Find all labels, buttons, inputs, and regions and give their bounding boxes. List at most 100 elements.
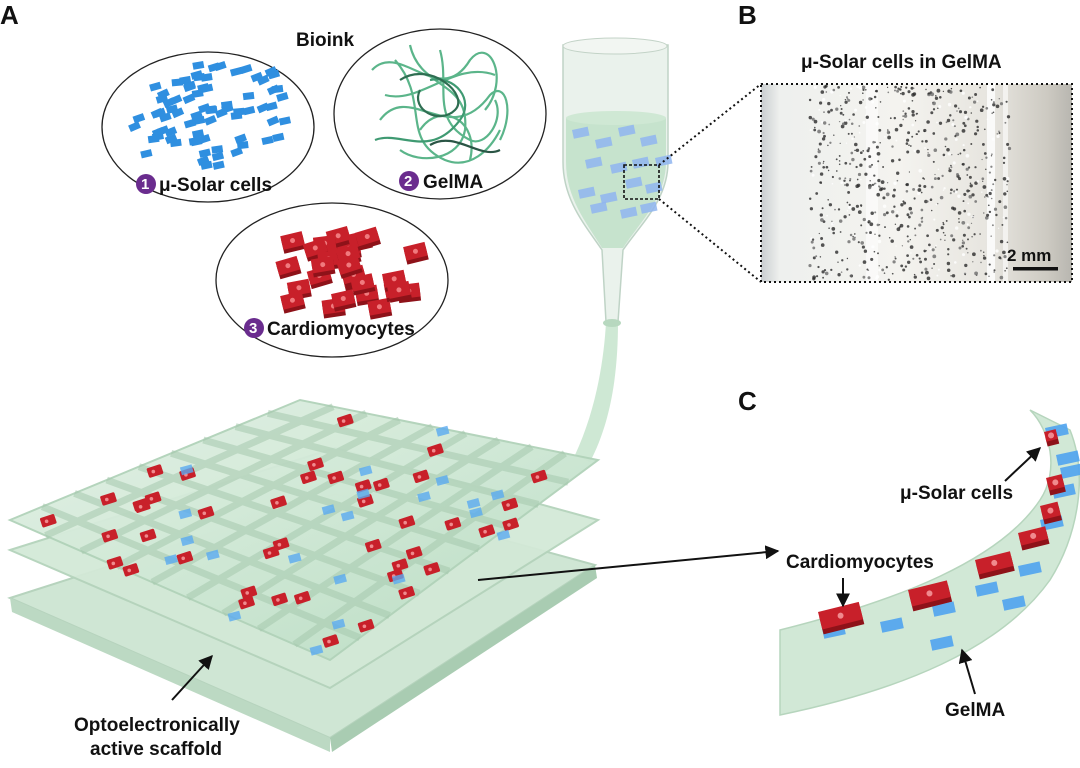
cardiomyocyte [405,546,423,560]
speckle [905,183,908,186]
solar-cell [132,113,146,124]
speckle [844,98,847,101]
speckle [822,276,825,279]
speckle [952,161,956,165]
cardiomyocyte [307,457,324,471]
speckle [965,153,970,158]
speckle [992,111,995,114]
speckle [818,108,821,111]
speckle [974,132,978,136]
speckle [909,238,912,241]
speckle [853,233,856,235]
speckle [844,100,848,104]
cardiomyocyte [100,492,117,506]
speckle [887,278,890,281]
speckle [831,227,836,231]
speckle [963,124,967,128]
speckle [846,268,849,271]
speckle [920,208,924,212]
speckle [958,110,963,114]
speckle [937,177,941,180]
speckle [1004,270,1006,272]
speckle [854,142,858,147]
speckle [828,227,830,229]
speckle [1007,146,1012,151]
speckle [930,209,933,212]
label-c-gelma: GelMA [945,700,1005,721]
speckle [950,87,953,90]
speckle [914,120,917,122]
speckle [931,248,935,252]
cardiomyocyte [139,528,157,543]
speckle [936,88,941,93]
speckle [847,132,850,135]
speckle [942,153,946,157]
speckle [942,90,945,93]
speckle [987,196,989,198]
speckle [930,92,935,97]
speckle [905,142,909,145]
solar-cell [164,126,178,137]
badge-1-number: 1 [141,176,149,193]
speckle [885,211,889,215]
speckle [835,158,838,161]
speckle [988,275,990,277]
cardiomyocyte [478,524,496,538]
speckle [990,197,993,200]
speckle [982,180,984,182]
solar-cell [201,83,214,93]
speckle [971,193,975,197]
speckle [896,171,900,175]
speckle [950,164,952,167]
speckle [846,201,849,204]
arrow-c-gelma [958,648,976,695]
cardiomyocyte [1045,474,1066,496]
speckle [952,238,956,242]
speckle [947,253,950,256]
cardiomyocyte [818,601,865,635]
solar-cell [236,141,249,150]
speckle [953,125,956,128]
speckle [885,266,888,269]
speckle [949,114,952,117]
solar-cell [618,124,636,137]
speckle [884,135,886,138]
speckle [981,142,985,146]
scaffold-strand [115,416,401,570]
zoom-line-top [658,83,762,166]
speckle [904,265,908,268]
speckle [887,91,890,94]
speckle [1006,183,1008,186]
speckle [956,173,959,176]
cardiomyocyte [294,591,311,605]
speckle [895,245,897,247]
speckle [892,194,896,198]
speckle [1003,205,1008,209]
speckle [887,135,891,140]
speckle [1006,190,1009,193]
solar-cell [183,81,196,93]
speckle [902,198,904,201]
solar-cell [147,134,160,144]
speckle [856,178,859,181]
speckle [843,179,846,183]
speckle [982,256,987,260]
solar-cell [417,491,431,503]
cardiomyocyte [530,469,548,484]
cardiomyocyte [176,551,194,565]
speckle [969,184,973,188]
badge-3-number: 3 [249,320,257,337]
speckle [875,145,879,149]
speckle [929,198,933,201]
speckle [991,224,994,227]
cardiomyocyte [280,290,306,314]
speckle [862,88,865,92]
speckle [1005,176,1010,181]
speckle [844,177,847,180]
scale-bar [1013,267,1058,271]
speckle [962,121,966,125]
solar-cell [880,617,904,633]
speckle [911,123,915,127]
speckle [909,145,912,147]
speckle [888,237,891,239]
